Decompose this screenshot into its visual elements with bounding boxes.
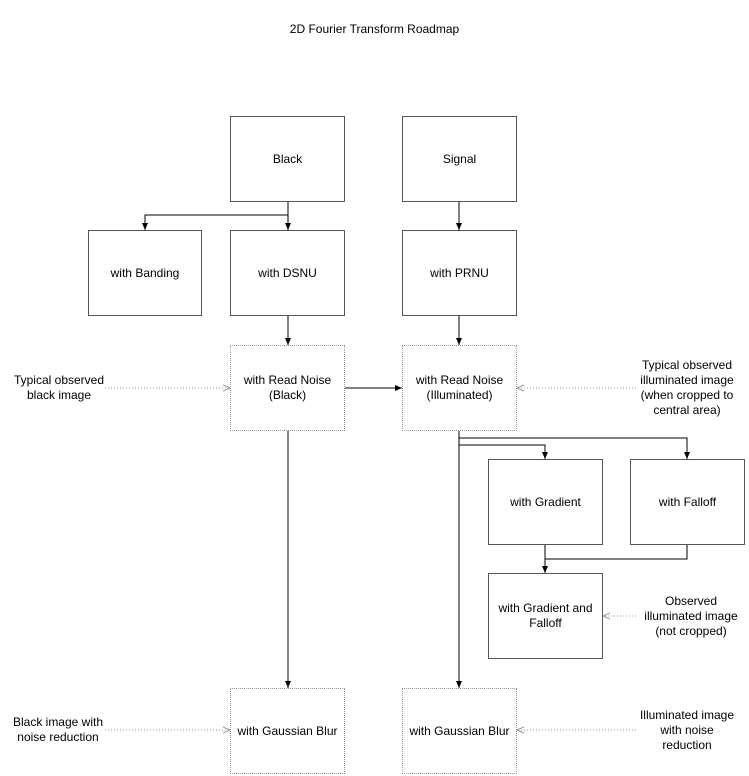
edge-black-banding xyxy=(142,214,288,230)
note-observed-illuminated: Typical observed illuminated image (when… xyxy=(631,358,743,418)
note-line: illuminated image xyxy=(644,609,738,623)
box-gradient: with Gradient xyxy=(488,459,603,545)
box-label: Falloff xyxy=(529,616,562,630)
box-gradient-and-falloff: with Gradient and Falloff xyxy=(488,573,603,659)
note-line: noise reduction xyxy=(17,730,99,744)
note-line: black image xyxy=(26,388,92,402)
box-dsnu: with DSNU xyxy=(230,230,345,316)
note-line: (not cropped) xyxy=(655,624,727,638)
box-label: (Black) xyxy=(268,388,307,402)
note-line: Typical observed xyxy=(13,373,105,387)
box-black: Black xyxy=(230,116,345,202)
box-gaussian-blur-black: with Gaussian Blur xyxy=(230,688,345,774)
box-label: with Gradient and xyxy=(498,601,593,615)
note-line: reduction xyxy=(662,738,712,752)
note-line: central area) xyxy=(653,403,721,417)
box-label: with Read Noise xyxy=(243,373,332,387)
box-signal: Signal xyxy=(402,116,517,202)
box-label: with Gaussian Blur xyxy=(409,723,510,738)
box-label: with Read Noise xyxy=(415,373,504,387)
note-line: illuminated image xyxy=(640,373,734,387)
note-line: Observed xyxy=(664,594,718,608)
note-line: Illuminated image xyxy=(639,708,735,722)
box-label: with Gaussian Blur xyxy=(237,723,338,738)
note-illuminated-noise-reduction: Illuminated image with noise reduction xyxy=(631,708,743,753)
note-line: (when cropped to xyxy=(640,388,734,402)
note-observed-black: Typical observed black image xyxy=(0,373,118,403)
box-read-noise-black: with Read Noise (Black) xyxy=(230,345,345,431)
box-falloff: with Falloff xyxy=(630,459,745,545)
box-banding: with Banding xyxy=(88,230,202,316)
box-label: Signal xyxy=(442,151,477,166)
box-label: with DSNU xyxy=(258,265,317,280)
note-line: Black image with xyxy=(12,715,104,729)
note-line: Typical observed xyxy=(641,358,733,372)
edge-readnoise-falloff xyxy=(459,437,690,459)
note-line: with noise xyxy=(660,723,714,737)
box-label: Black xyxy=(272,151,303,166)
box-label: with Gradient xyxy=(510,494,581,509)
edge-falloff-combined xyxy=(545,545,688,560)
box-label: (Illuminated) xyxy=(426,388,493,402)
edge-readnoise-gradient xyxy=(459,444,548,459)
diagram-title: 2D Fourier Transform Roadmap xyxy=(289,22,460,36)
box-read-noise-illuminated: with Read Noise (Illuminated) xyxy=(402,345,517,431)
note-black-noise-reduction: Black image with noise reduction xyxy=(0,715,116,745)
box-label: with Falloff xyxy=(658,494,717,509)
box-label: with Banding xyxy=(110,265,180,280)
box-gaussian-blur-illuminated: with Gaussian Blur xyxy=(402,688,517,774)
box-prnu: with PRNU xyxy=(402,230,517,316)
box-label: with PRNU xyxy=(430,265,489,280)
note-observed-not-cropped: Observed illuminated image (not cropped) xyxy=(638,594,744,639)
